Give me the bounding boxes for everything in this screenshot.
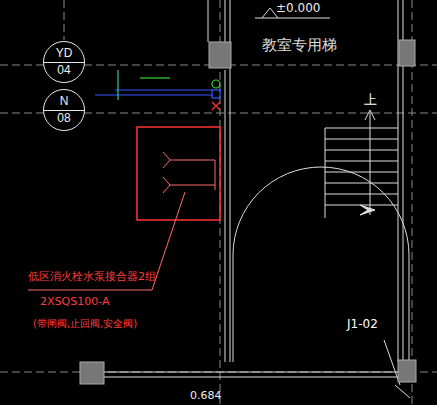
elevation-text: ±0.000 [276, 2, 320, 15]
circle-text: N [60, 95, 69, 109]
index-circle: N 08 [43, 89, 85, 131]
stair-direction: 上 [364, 93, 377, 107]
index-circle: YD 04 [43, 41, 85, 83]
circle-divider [44, 62, 84, 63]
callout-note: (带闸阀,止回阀,安全阀) [33, 318, 137, 329]
elevation-text: 0.684 [190, 390, 222, 402]
room-name: 教室专用梯 [262, 37, 337, 54]
circle-text: 08 [57, 112, 70, 126]
grid-tag: J1-02 [347, 318, 378, 331]
circle-divider [44, 110, 84, 111]
callout-note: 低区消火栓水泵接合器2组 [28, 271, 156, 283]
circle-text: YD [56, 47, 73, 61]
circle-text: 04 [57, 64, 70, 78]
callout-model: 2XSQS100-A [40, 296, 109, 308]
